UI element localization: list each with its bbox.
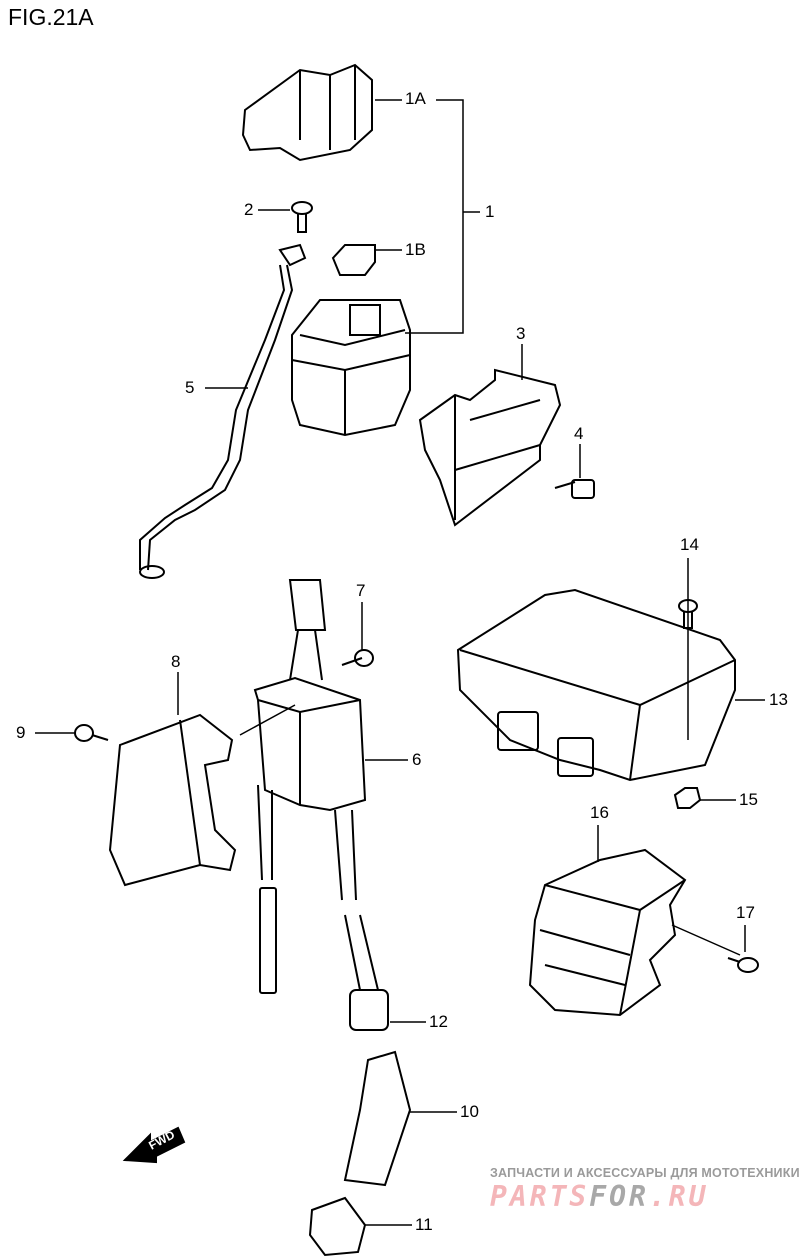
callout-8: 8: [169, 652, 183, 671]
part-11-boot: [308, 1196, 367, 1257]
leader-lines: [35, 99, 765, 1226]
part-6-ignition-coil: [253, 579, 389, 1031]
part-5-battery-cable: [139, 243, 307, 579]
part-14-screw: [678, 599, 698, 629]
callout-13: 13: [767, 690, 790, 709]
callout-3: 3: [514, 324, 528, 343]
callout-7: 7: [354, 581, 368, 600]
watermark-logo: PARTSFOR.RU: [490, 1180, 708, 1213]
part-17-screw: [727, 957, 759, 973]
callout-6: 6: [410, 750, 424, 769]
callout-1a: 1A: [403, 89, 428, 108]
part-1-starter-relay: [291, 299, 411, 437]
watermark-logo-part3: .RU: [648, 1180, 709, 1213]
part-16-regulator-rectifier: [528, 848, 687, 1017]
callout-9: 9: [14, 723, 28, 742]
part-10-plug-cap: [343, 1050, 412, 1187]
part-1b-fuse: [331, 244, 376, 276]
part-15-nut: [673, 787, 702, 809]
part-9-bolt: [74, 724, 109, 742]
figure-title: FIG.21A: [8, 4, 94, 30]
callout-1b: 1B: [403, 240, 428, 259]
callout-2: 2: [242, 200, 256, 219]
callout-17: 17: [734, 903, 757, 922]
callout-10: 10: [458, 1102, 481, 1121]
part-7-bolt: [341, 649, 374, 667]
part-1a-relay-cover: [241, 63, 373, 162]
callout-16: 16: [588, 803, 611, 822]
callout-4: 4: [572, 424, 586, 443]
watermark-logo-part2: FOR: [589, 1180, 649, 1213]
part-8-bracket: [108, 713, 237, 887]
watermark-subtitle: ЗАПЧАСТИ И АКСЕССУАРЫ ДЛЯ МОТОТЕХНИКИ: [490, 1166, 800, 1180]
fwd-arrow-icon: [122, 1126, 186, 1164]
callout-15: 15: [737, 790, 760, 809]
watermark-logo-part1: PARTS: [490, 1180, 590, 1213]
callout-14: 14: [678, 535, 701, 554]
part-13-ignitor-unit: [456, 588, 736, 782]
callout-11: 11: [413, 1215, 435, 1234]
callout-1: 1: [483, 202, 497, 221]
part-3-bracket: [418, 368, 562, 527]
part-2-screw: [291, 201, 313, 233]
part-4-bolt: [554, 479, 595, 499]
callout-12: 12: [427, 1012, 450, 1031]
callout-5: 5: [183, 378, 197, 397]
